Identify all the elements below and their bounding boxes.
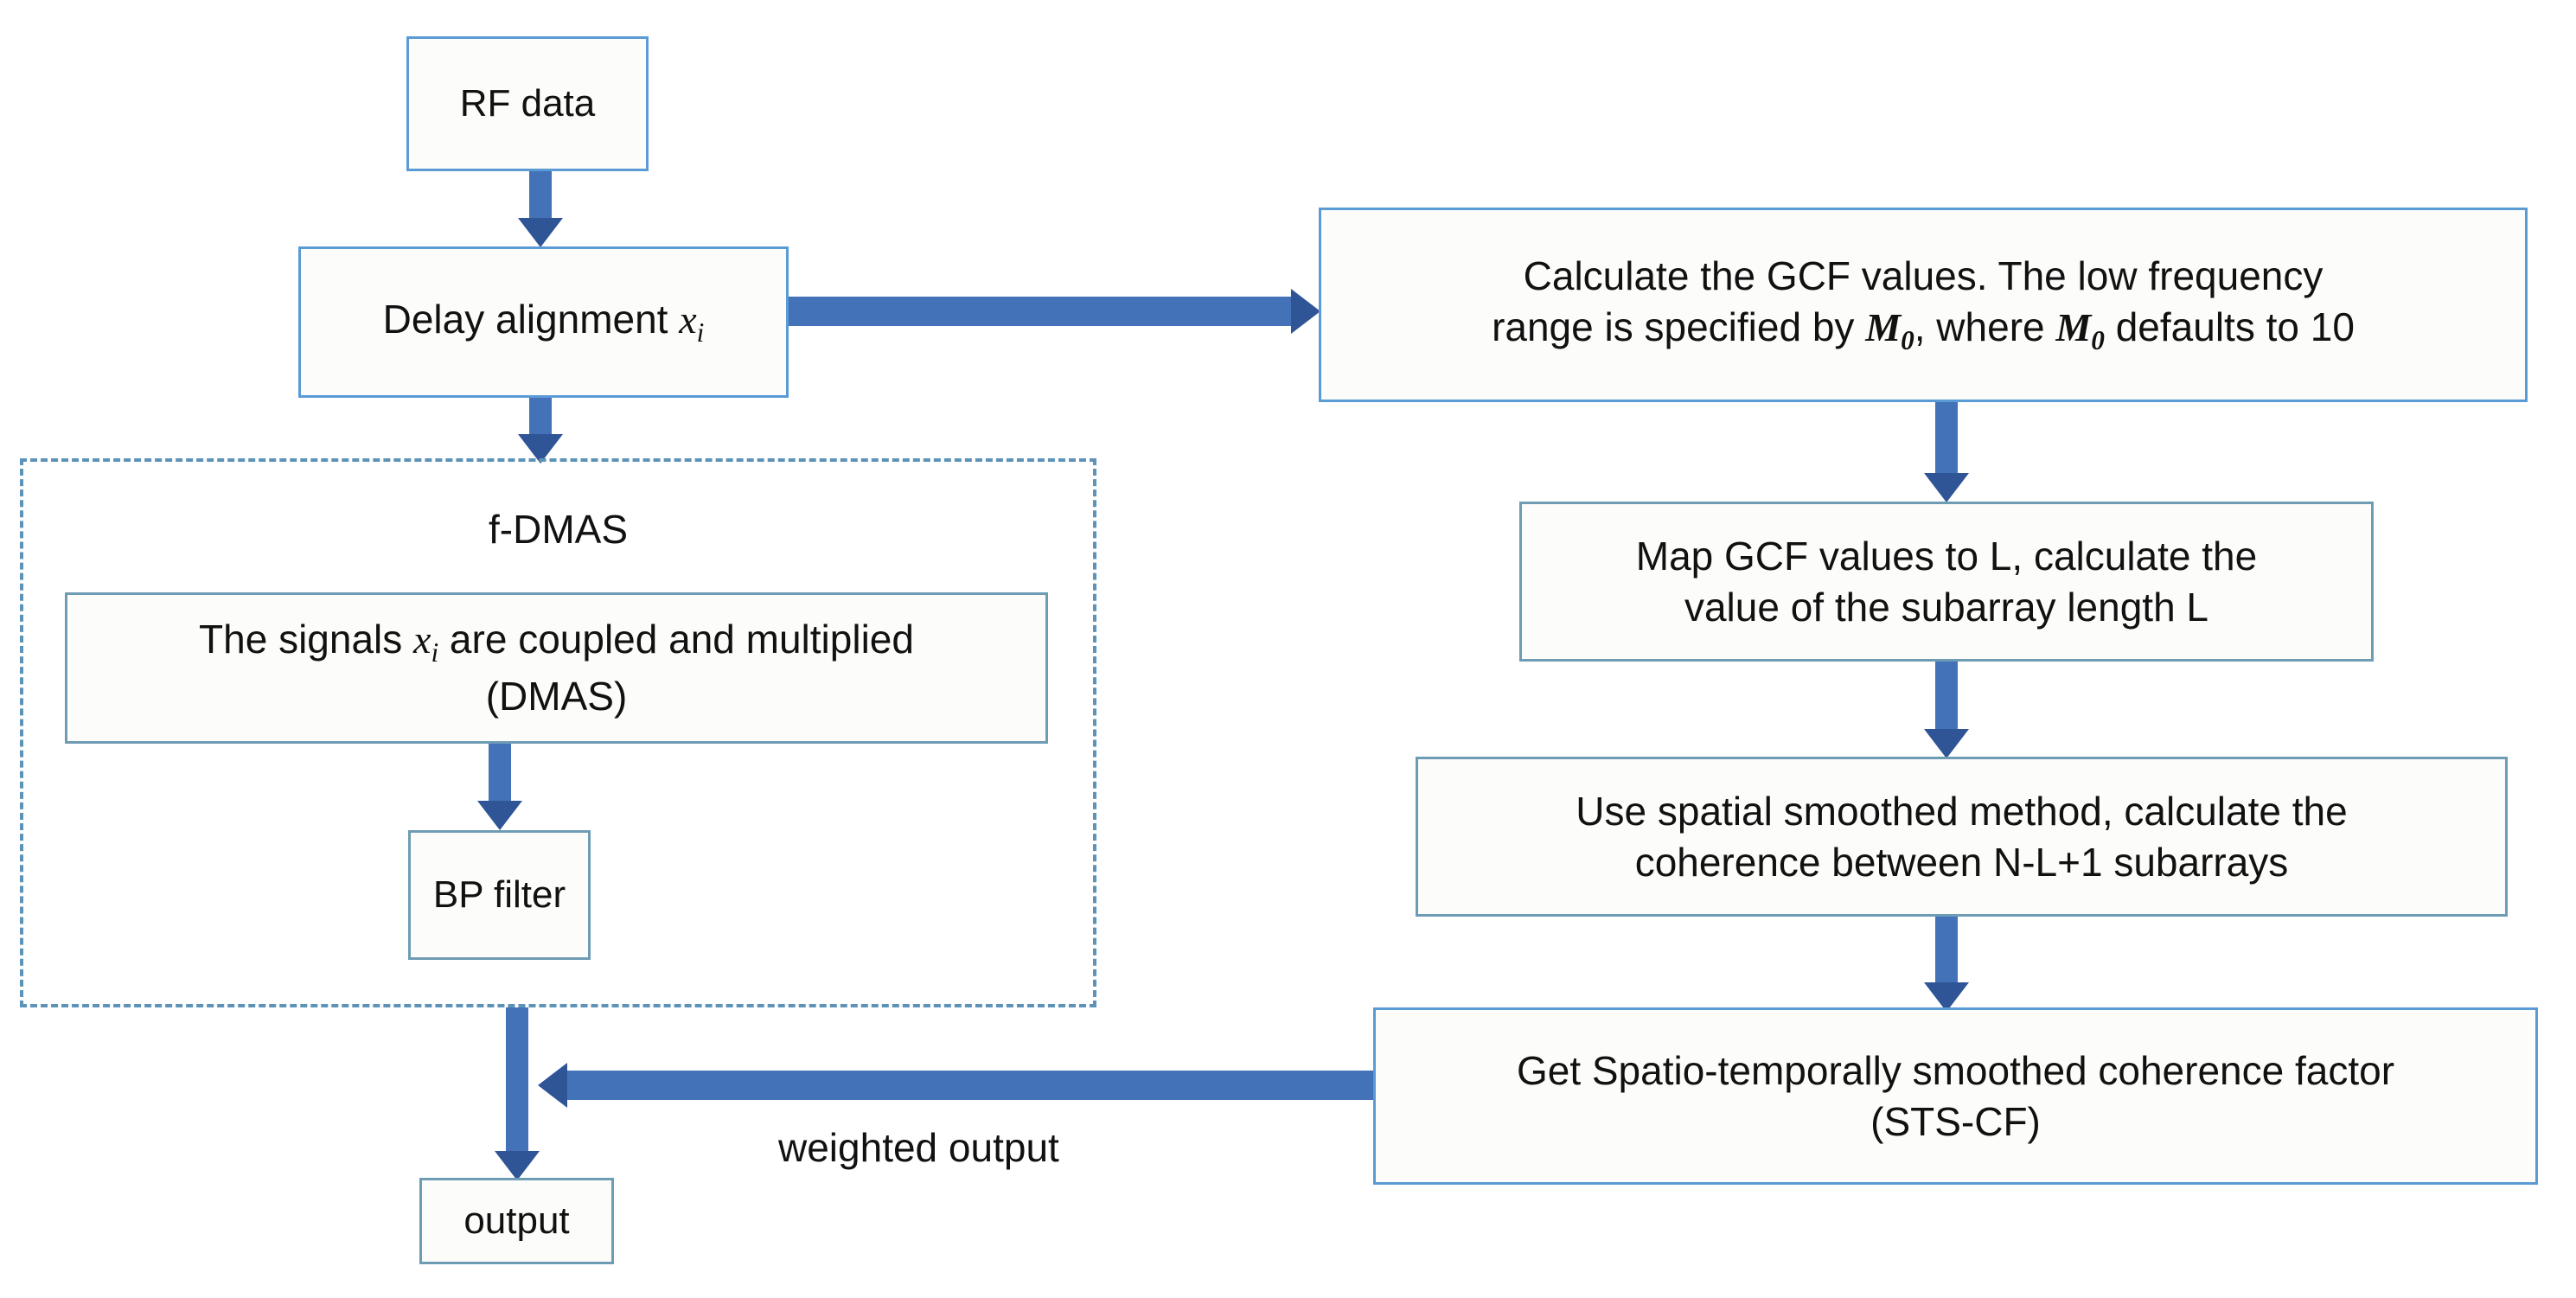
delay-alignment-subscript: i	[696, 317, 705, 348]
arrow-fdmas-to-output	[494, 1007, 540, 1180]
group-f-dmas	[20, 458, 1096, 1007]
arrow-head	[1924, 473, 1969, 502]
group-f-dmas-label: f-DMAS	[489, 507, 628, 552]
dmas-text-a: The signals	[199, 617, 414, 662]
arrow-delay-to-fdmas	[517, 398, 564, 464]
arrow-shaft	[1935, 917, 1958, 984]
arrow-shaft	[506, 1007, 528, 1153]
arrow-head	[1924, 982, 1969, 1012]
arrow-stscf-to-output-path	[538, 1051, 1373, 1120]
node-spatial-smoothed[interactable]: Use spatial smoothed method, calculate t…	[1416, 757, 2508, 917]
node-sts-cf[interactable]: Get Spatio-temporally smoothed coherence…	[1373, 1007, 2538, 1185]
arrow-shaft	[1935, 402, 1958, 475]
gcf-line2-a: range is specified by	[1492, 304, 1866, 350]
map-gcf-line2: value of the subarray length L	[1684, 584, 2209, 630]
gcf-line2-c: defaults to 10	[2104, 304, 2355, 350]
node-delay-alignment[interactable]: Delay alignment xi	[298, 246, 789, 398]
arrow-head	[477, 801, 522, 830]
arrow-head	[1924, 729, 1969, 758]
arrow-gcf-to-mapgcf	[1923, 402, 1970, 502]
arrow-shaft	[529, 171, 552, 220]
node-gcf-calculation-label: Calculate the GCF values. The low freque…	[1333, 251, 2513, 358]
arrow-head	[495, 1151, 540, 1180]
node-bp-filter[interactable]: BP filter	[408, 830, 591, 960]
stscf-line2: (STS-CF)	[1870, 1098, 2041, 1144]
edge-label-weighted-output: weighted output	[778, 1125, 1059, 1170]
delay-alignment-variable: x	[679, 297, 697, 342]
arrow-dmas-to-bpfilter	[476, 744, 523, 830]
dmas-text-b: are coupled and multiplied	[438, 617, 914, 662]
arrow-shaft	[489, 744, 511, 802]
node-gcf-calculation[interactable]: Calculate the GCF values. The low freque…	[1319, 208, 2528, 402]
node-spatial-smoothed-label: Use spatial smoothed method, calculate t…	[1430, 786, 2493, 888]
gcf-line1: Calculate the GCF values. The low freque…	[1523, 253, 2324, 299]
arrow-head	[518, 218, 563, 247]
delay-alignment-text: Delay alignment	[382, 296, 680, 342]
node-sts-cf-label: Get Spatio-temporally smoothed coherence…	[1388, 1045, 2523, 1148]
node-rf-data-label: RF data	[459, 81, 596, 125]
map-gcf-line1: Map GCF values to L, calculate the	[1635, 533, 2258, 579]
node-dmas-label: The signals xi are coupled and multiplie…	[80, 614, 1033, 721]
arrow-head	[1291, 289, 1320, 334]
arrow-head	[538, 1063, 567, 1108]
node-dmas[interactable]: The signals xi are coupled and multiplie…	[65, 592, 1048, 744]
gcf-line2-b: , where	[1914, 304, 2056, 350]
dmas-text-line2: (DMAS)	[485, 673, 628, 719]
node-output-label: output	[463, 1199, 570, 1242]
node-delay-alignment-label: Delay alignment xi	[313, 294, 774, 350]
gcf-variable-2: M	[2055, 305, 2092, 350]
arrow-rfdata-to-delay	[517, 171, 564, 247]
arrow-spatial-to-stscf	[1923, 917, 1970, 1012]
node-map-gcf-label: Map GCF values to L, calculate the value…	[1534, 531, 2359, 633]
gcf-subscript-2: 0	[2091, 325, 2105, 356]
arrow-mapgcf-to-spatial	[1923, 662, 1970, 758]
spatial-line1: Use spatial smoothed method, calculate t…	[1576, 788, 2348, 834]
node-output[interactable]: output	[419, 1178, 614, 1264]
dmas-subscript: i	[431, 637, 439, 668]
node-bp-filter-label: BP filter	[432, 873, 566, 916]
dmas-variable: x	[413, 617, 431, 662]
arrow-shaft	[529, 398, 552, 438]
arrow-delay-to-gcf	[789, 277, 1320, 346]
arrow-shaft	[789, 297, 1294, 326]
gcf-variable-1: M	[1865, 305, 1902, 350]
spatial-line2: coherence between N-L+1 subarrays	[1634, 839, 2289, 885]
stscf-line1: Get Spatio-temporally smoothed coherence…	[1516, 1047, 2395, 1093]
gcf-subscript-1: 0	[1901, 325, 1914, 356]
arrow-shaft	[1935, 662, 1958, 731]
arrow-shaft	[566, 1071, 1373, 1100]
node-map-gcf[interactable]: Map GCF values to L, calculate the value…	[1519, 502, 2374, 662]
node-rf-data[interactable]: RF data	[406, 36, 649, 171]
